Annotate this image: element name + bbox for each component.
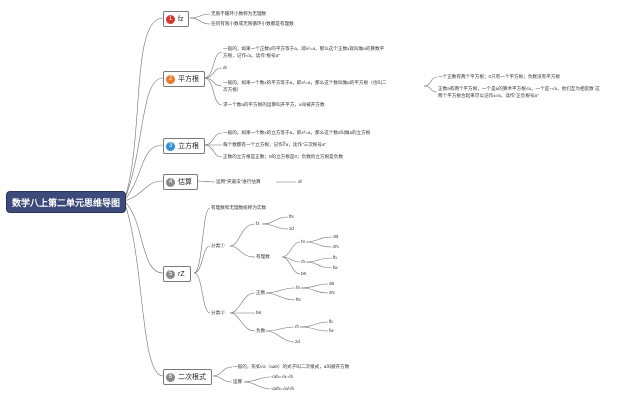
- number-badge: 6: [166, 372, 175, 382]
- topic-label: 平方根: [178, 76, 199, 83]
- node-operations[interactable]: 运算: [233, 379, 243, 384]
- node-zd-2[interactable]: zd: [295, 339, 300, 344]
- node-positive[interactable]: 正数: [256, 290, 266, 295]
- node-zn[interactable]: zN: [333, 244, 339, 249]
- node-sqrt-def-line1[interactable]: 一般的，如果一个数x的平方等于a，即x²=a，那么这个数叫做a的平方根（也叫二: [223, 80, 387, 85]
- node-fw[interactable]: fw: [333, 265, 338, 270]
- node-zn-2[interactable]: zN: [329, 290, 335, 295]
- node-sqrt-count-rule[interactable]: 一个正数有两个平方根；0只有一个平方根；负数没有平方根: [438, 74, 560, 79]
- node-negative[interactable]: 负数: [256, 328, 266, 333]
- node-rational-definition[interactable]: 任何有限小数或无限循环小数都是有理数: [211, 21, 294, 26]
- node-bk[interactable]: bK: [301, 271, 307, 276]
- node-zb[interactable]: zB: [333, 234, 339, 239]
- node-fb[interactable]: fb: [333, 255, 337, 260]
- node-classification-1[interactable]: 分类①: [211, 243, 225, 248]
- topic-label: 二次根式: [178, 374, 206, 381]
- node-arith-sqrt-line2: 方根，记作√a，读作"根号a": [223, 53, 280, 58]
- number-badge: 1: [166, 14, 175, 24]
- node-fz[interactable]: fz: [256, 221, 260, 226]
- node-rational[interactable]: 有理数: [256, 254, 270, 259]
- node-cube-root-sign-rule[interactable]: 正数的立方根是正数；0的立方根是0；负数的立方根是负数: [223, 154, 343, 159]
- node-radical-definition[interactable]: 一般的，形如√a（a≥0）的式子叫二次根式，a叫被开方数: [233, 364, 350, 369]
- node-square-root-operation[interactable]: 求一个数a的平方根的运算叫开平方，a叫被开方数: [223, 102, 325, 107]
- topic-label: 估算: [178, 179, 192, 186]
- node-bk-2[interactable]: bK: [256, 310, 262, 315]
- number-badge: 3: [166, 141, 175, 151]
- topic-cube-root[interactable]: 3 立方根: [163, 138, 205, 154]
- topic-fz[interactable]: 1 fz: [163, 11, 190, 27]
- node-estimation-dr[interactable]: dr: [298, 179, 303, 184]
- node-squeeze-estimation[interactable]: 运用"夹逼法"进行估算: [216, 179, 261, 184]
- topic-quadratic-radicals[interactable]: 6 二次根式: [163, 369, 212, 385]
- node-rh-2[interactable]: rh: [295, 324, 300, 329]
- node-cube-root-definition[interactable]: 一般的，如果一个数x的立方等于a，即x³=a，那么这个数x叫做a的立方根: [223, 130, 371, 135]
- node-zd[interactable]: zd: [289, 226, 294, 231]
- node-classification-2[interactable]: 分类②: [211, 310, 225, 315]
- node-irrational-definition[interactable]: 无限不循环小数称为无理数: [211, 11, 267, 16]
- number-badge: 2: [166, 74, 175, 84]
- node-fb-2[interactable]: fb: [329, 319, 333, 324]
- node-dr[interactable]: dr: [223, 65, 228, 70]
- topic-estimation[interactable]: 4 估算: [163, 174, 198, 190]
- node-real-number-definition[interactable]: 有理数和无理数统称为实数: [211, 205, 267, 210]
- node-ht[interactable]: ht: [301, 239, 305, 244]
- node-arith-sqrt-line1[interactable]: 一般的，如果一个正数x的平方等于a，即x²=a，那么这个正数x就叫做a的算数平: [223, 46, 385, 51]
- node-fw-2[interactable]: fw: [329, 328, 334, 333]
- topic-real-numbers[interactable]: 5 rZ: [163, 266, 191, 282]
- topic-square-root[interactable]: 2 平方根: [163, 71, 205, 87]
- node-cube-root-notation[interactable]: 每个数都有一个立方根，记作∛a，读作"三次根号a": [223, 142, 327, 147]
- node-sqrt-def-line2: 次方根）: [223, 87, 242, 92]
- node-positive-sqrt-line2: 两个平方根合起来可以记作±√a，读作"正负根号a": [438, 93, 539, 98]
- node-fn[interactable]: fN: [289, 214, 294, 219]
- node-zb-2[interactable]: zB: [329, 281, 335, 286]
- node-ht-2[interactable]: ht: [296, 285, 300, 290]
- topic-label: 立方根: [178, 143, 199, 150]
- node-quotient-rule[interactable]: √a/b=√a/√b: [271, 386, 295, 391]
- node-product-rule[interactable]: √ab=√a·√b: [271, 374, 293, 379]
- topic-label: fz: [178, 15, 184, 23]
- root-node[interactable]: 数学八上第二单元思维导图: [6, 191, 126, 213]
- topic-label: rZ: [178, 270, 185, 278]
- node-fn-2[interactable]: fN: [296, 297, 301, 302]
- node-positive-sqrt-line1[interactable]: 正数a有两个平方根，一个是a的算术平方根√a，一个是−√a，他们互为相反数 这: [438, 86, 600, 91]
- number-badge: 4: [166, 177, 175, 187]
- node-rh[interactable]: rh: [301, 259, 306, 264]
- number-badge: 5: [166, 269, 175, 279]
